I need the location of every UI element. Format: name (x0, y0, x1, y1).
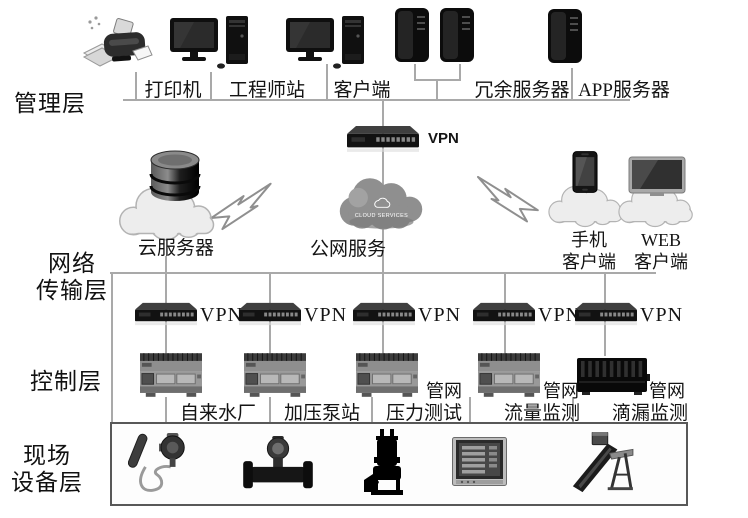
app-server-label: APP服务器 (578, 80, 670, 101)
layer-label-field-line1: 现场 (23, 443, 71, 468)
database-server-icon (147, 148, 203, 206)
redundant-server-icon-1 (393, 8, 433, 66)
plc-icon-pressure-test (356, 353, 418, 398)
vpn-switch-icon-5 (575, 302, 637, 327)
panel-recorder-icon (452, 436, 508, 490)
mobile-client-label: 手机 客户端 (551, 229, 627, 273)
vpn-gateway-switch-icon (347, 126, 419, 153)
vpn-switch-icon-4 (473, 302, 535, 327)
layer-label-management: 管理层 (14, 91, 86, 116)
network-bus-to-fieldbox-line (111, 272, 113, 423)
cloud-server-cloud-icon (116, 186, 226, 241)
client-label: 客户端 (333, 80, 391, 101)
lightning-bolt-left-icon (206, 180, 306, 232)
vpn-switch-icon-1 (135, 302, 197, 327)
client-workstation-icon (286, 16, 370, 70)
printer-icon (82, 12, 154, 70)
flow-monitor-label-line1: 管网 (543, 381, 579, 401)
vpn-label-2: VPN (304, 304, 348, 326)
network-bus-line (110, 272, 656, 274)
printer-label: 打印机 (144, 80, 202, 101)
submersible-pump-icon (364, 428, 410, 498)
pump-station-label: 加压泵站 (283, 403, 360, 424)
plc-icon-flow-monitor (478, 353, 540, 398)
leak-monitor-label-line2: 滴漏监测 (611, 403, 688, 424)
cloud-server-label: 云服务器 (137, 238, 214, 259)
management-tick-appserver (571, 68, 573, 100)
plc-icon-pump-station (244, 353, 306, 398)
water-plant-label: 自来水厂 (179, 403, 256, 424)
redundant-server-icon-2 (438, 8, 478, 66)
cloud-server-drop-line (165, 256, 167, 273)
layer-label-network: 网络 传输层 (30, 250, 114, 304)
control-tick-5 (572, 397, 574, 423)
public-cloud-label: 公网服务 (309, 239, 386, 260)
web-monitor-icon (628, 156, 686, 198)
leak-monitor-label-line1: 管网 (649, 381, 685, 401)
control-tick-3 (371, 397, 373, 423)
mobile-client-cloud-icon (546, 184, 632, 228)
pressure-test-label-line2: 压力测试 (385, 403, 462, 424)
plc-icon-water-plant (140, 353, 202, 398)
redundant-server-label: 冗余服务器 (474, 80, 570, 101)
layer-label-field-line2: 设备层 (11, 470, 83, 495)
layer-label-network-line2: 传输层 (36, 278, 108, 303)
leak-detector-rig-icon (562, 432, 636, 494)
control-tick-4 (469, 397, 471, 423)
pressure-transmitter-icon (128, 432, 192, 496)
server-bracket-right (459, 64, 461, 81)
layer-label-control: 控制层 (30, 369, 102, 394)
layer-label-network-line1: 网络 (48, 251, 96, 276)
mobile-client-label-line1: 手机 (571, 230, 607, 250)
server-bracket-stem (436, 79, 438, 100)
engineer-station-icon (170, 16, 254, 70)
vpn-gateway-label: VPN (428, 130, 459, 147)
vpn-switch-icon-2 (239, 302, 301, 327)
management-bus-line (123, 99, 630, 101)
pressure-test-label-line1: 管网 (426, 381, 462, 401)
lightning-bolt-right-icon (443, 174, 543, 225)
web-client-label-line2: 客户端 (634, 252, 688, 272)
vpn-label-4: VPN (538, 304, 582, 326)
server-bracket-left (414, 64, 416, 81)
web-client-label-line1: WEB (641, 230, 681, 250)
layer-label-field: 现场 设备层 (8, 442, 86, 496)
vpn-switch-icon-3 (353, 302, 415, 327)
management-tick-engineer (210, 72, 212, 100)
cloud-services-text: CLOUD SERVICES (355, 213, 408, 219)
leak-monitor-module-icon (576, 356, 650, 396)
web-client-label: WEB 客户端 (622, 229, 700, 273)
vpn-label-1: VPN (200, 304, 244, 326)
flow-meter-icon (243, 436, 313, 494)
vpn-label-3: VPN (418, 304, 462, 326)
management-tick-printer (135, 72, 137, 100)
control-tick-2 (269, 397, 271, 423)
engineer-station-label: 工程师站 (228, 80, 305, 101)
app-server-icon (546, 9, 586, 67)
control-tick-1 (165, 397, 167, 423)
smartphone-icon (572, 150, 598, 194)
flow-monitor-label-line2: 流量监测 (503, 403, 580, 424)
vpn-label-5: VPN (640, 304, 684, 326)
management-tick-client (326, 64, 328, 100)
mobile-client-label-line2: 客户端 (562, 252, 616, 272)
public-cloud-icon: CLOUD SERVICES (333, 170, 430, 233)
